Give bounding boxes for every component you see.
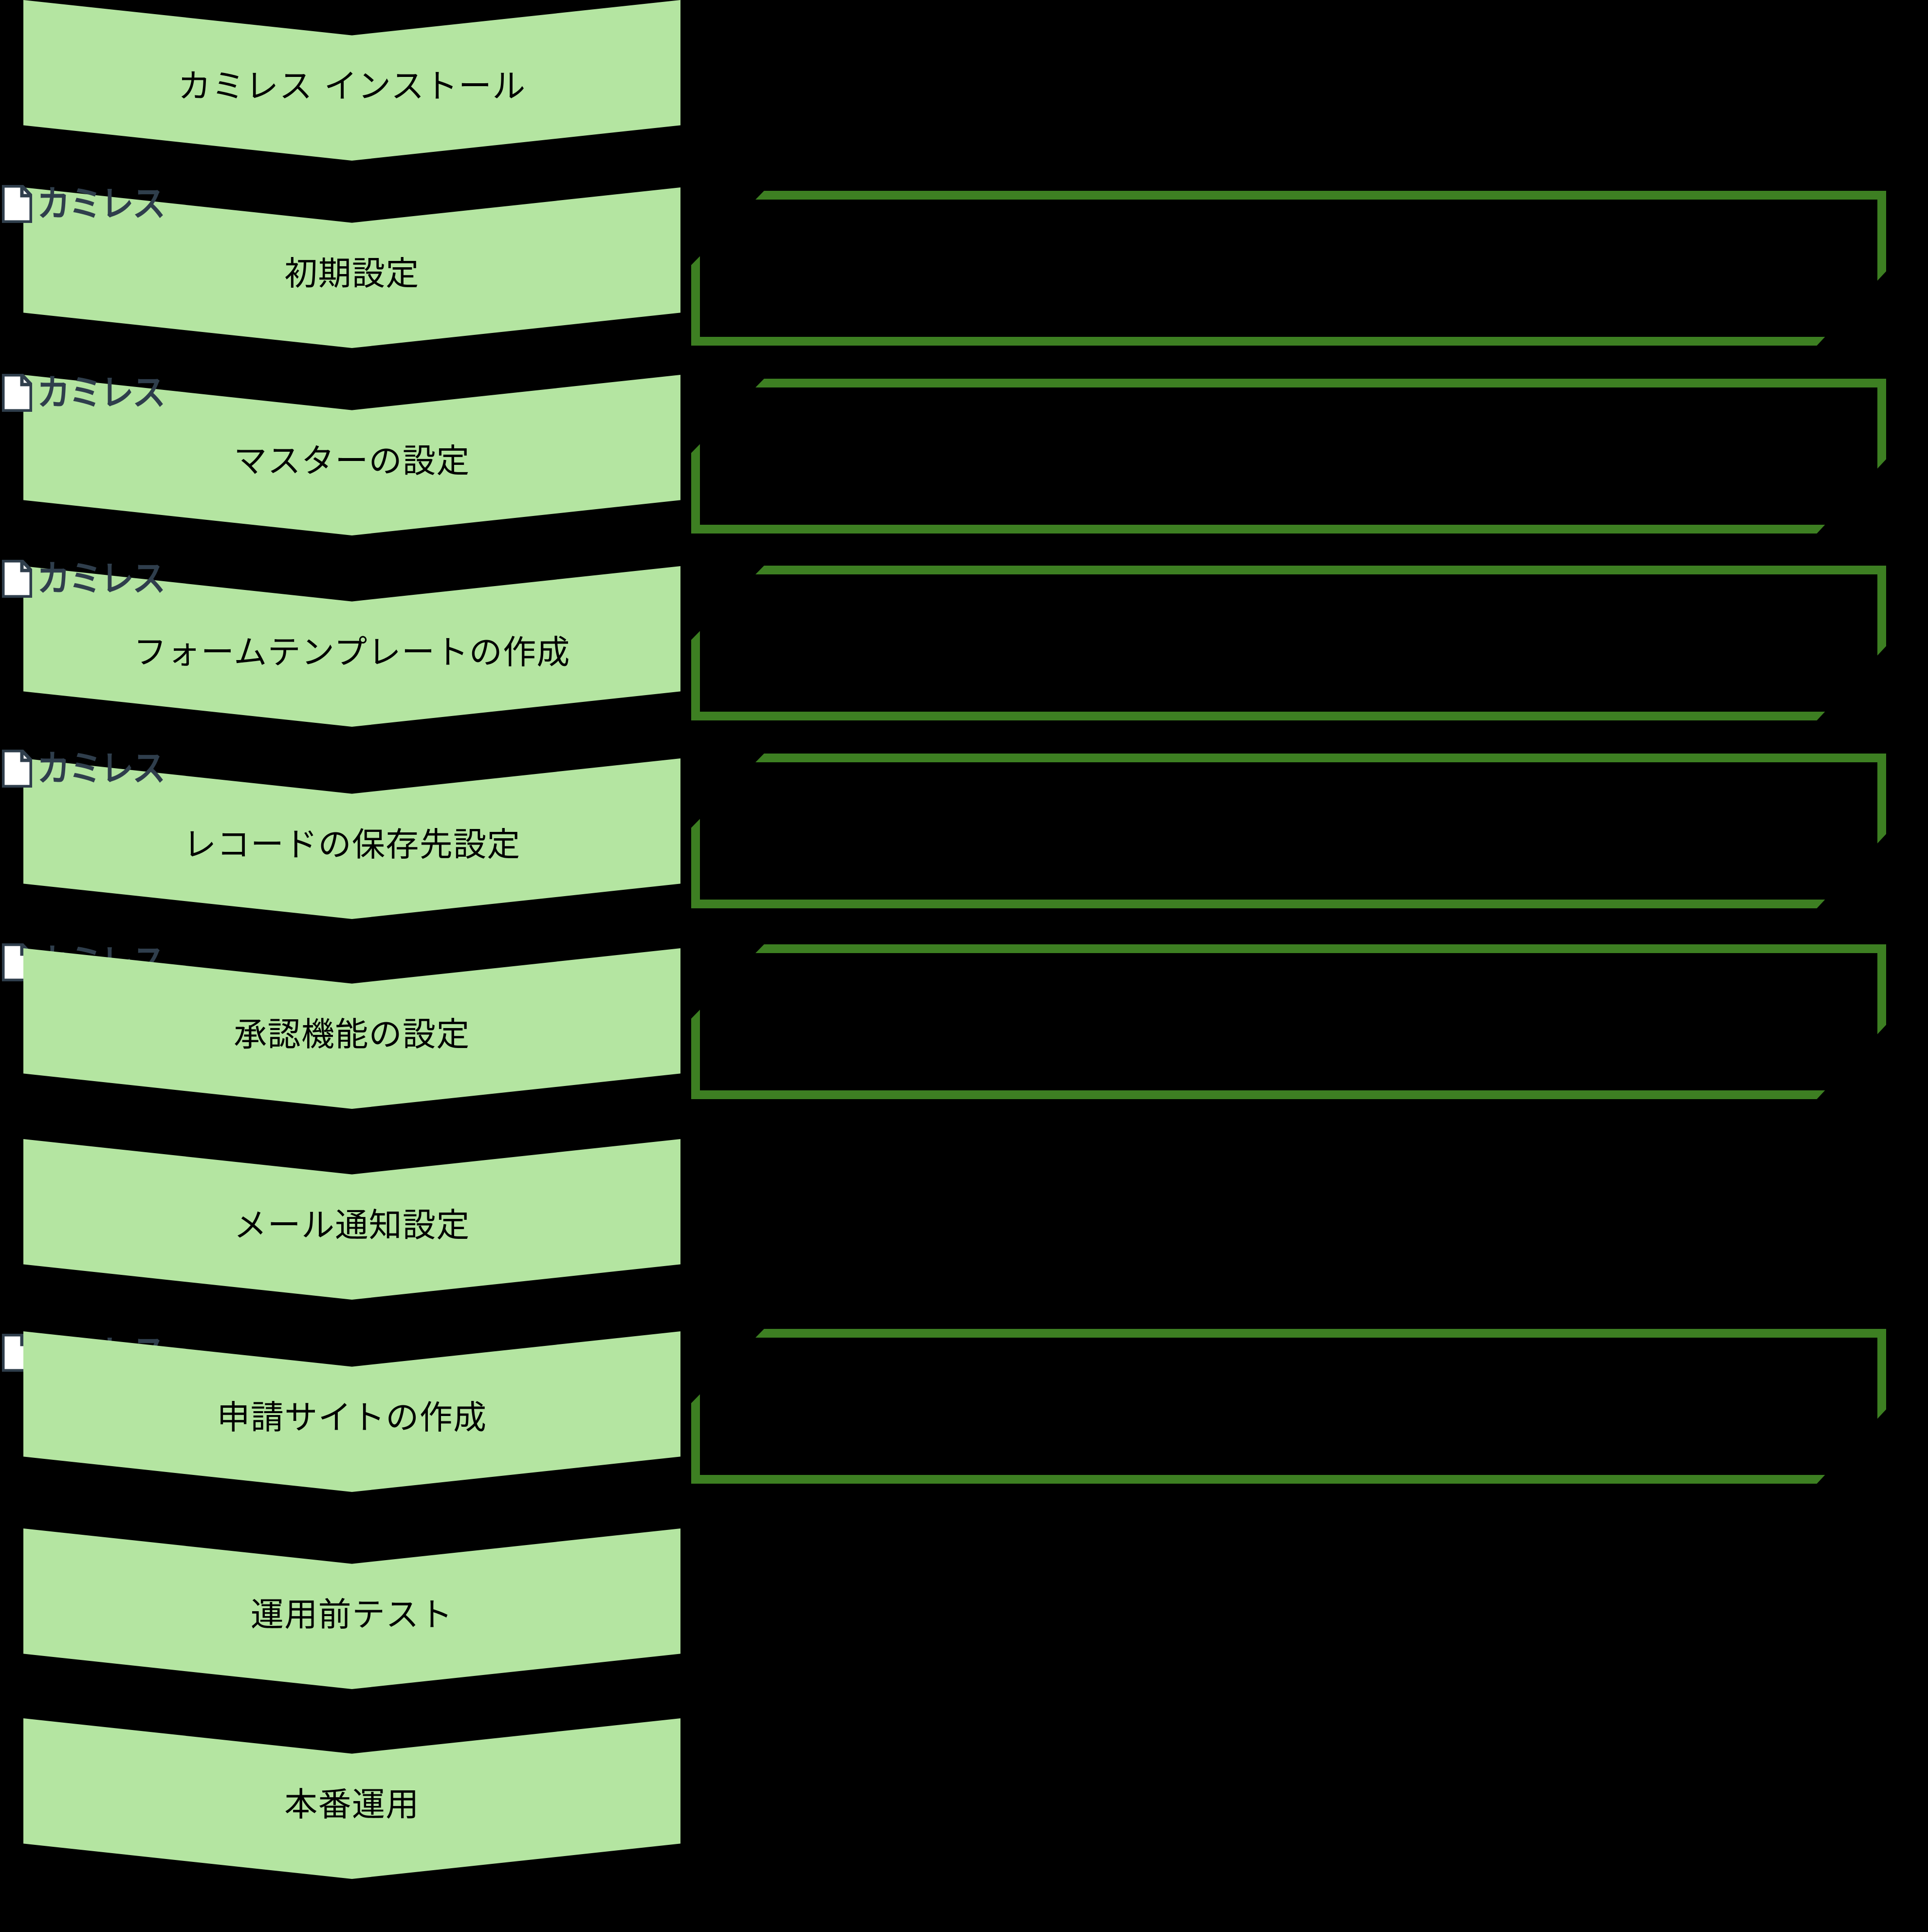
process-step-1[interactable]: カミレス インストール: [23, 0, 680, 161]
document-icon: [2, 560, 32, 598]
kamiless-logo-step-4: カミレス: [2, 560, 175, 598]
process-step-label: カミレス インストール: [178, 67, 526, 106]
callout-body: [700, 953, 1877, 1090]
process-step-7[interactable]: メール通知設定: [23, 1139, 680, 1300]
callout-panel-step-8: [691, 1329, 1886, 1484]
process-step-label: 運用前テスト: [250, 1596, 454, 1635]
process-step-label: 初期設定: [284, 255, 420, 294]
callout-body: [700, 200, 1877, 337]
callout-panel-step-3: [691, 379, 1886, 534]
callout-panel-step-6: [691, 944, 1886, 1099]
kamiless-wordmark: カミレス: [37, 748, 165, 790]
kamiless-wordmark: カミレス: [37, 183, 165, 225]
process-step-10[interactable]: 本番運用: [23, 1718, 680, 1879]
document-icon: [2, 185, 32, 223]
callout-panel-step-2: [691, 191, 1886, 346]
process-step-6[interactable]: 承認機能の設定: [23, 948, 680, 1109]
process-step-label: マスターの設定: [234, 442, 470, 481]
process-step-8[interactable]: 申請サイトの作成: [23, 1331, 680, 1492]
process-step-label: レコードの保存先設定: [183, 826, 521, 865]
callout-body: [700, 1338, 1877, 1475]
kamiless-wordmark: カミレス: [37, 372, 165, 414]
callout-body: [700, 574, 1877, 712]
document-icon: [2, 374, 32, 412]
process-step-9[interactable]: 運用前テスト: [23, 1528, 680, 1689]
process-step-label: 承認機能の設定: [234, 1015, 470, 1054]
process-step-label: フォームテンプレートの作成: [133, 633, 570, 672]
process-step-label: 本番運用: [284, 1785, 420, 1824]
callout-panel-step-5: [691, 754, 1886, 908]
callout-panel-step-4: [691, 566, 1886, 720]
kamiless-logo-step-3: カミレス: [2, 374, 175, 412]
process-step-label: メール通知設定: [234, 1206, 470, 1245]
kamiless-logo-step-5: カミレス: [2, 750, 175, 788]
document-icon: [2, 750, 32, 788]
callout-body: [700, 387, 1877, 525]
kamiless-wordmark: カミレス: [37, 558, 165, 600]
callout-body: [700, 762, 1877, 900]
process-step-label: 申請サイトの作成: [217, 1398, 487, 1437]
kamiless-logo-step-2: カミレス: [2, 185, 175, 223]
